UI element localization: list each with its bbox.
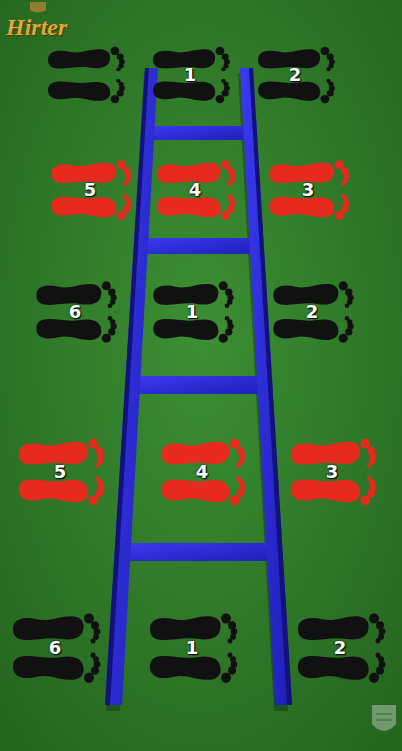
step-number: 4 [154,462,250,482]
step-number: 1 [142,638,242,658]
footprint: 1 [146,275,238,349]
step-number: 2 [266,302,358,322]
step-number: 1 [146,302,238,322]
footprint: 5 [44,154,136,226]
footprint: 3 [262,154,354,226]
footprint: 2 [290,606,390,690]
footprint: 1 [146,41,234,109]
step-number: 3 [283,462,381,482]
step-number: 1 [146,65,234,85]
step-number: 5 [11,462,109,482]
step-number: 4 [150,180,240,200]
footprint: 3 [283,432,381,512]
footprint: 6 [5,606,105,690]
footprint: 5 [11,432,109,512]
footprint: 2 [251,41,339,109]
footprint: 6 [29,275,121,349]
step-number: 2 [290,638,390,658]
step-number: 5 [44,180,136,200]
step-number: 3 [262,180,354,200]
step-number: 6 [29,302,121,322]
footprint: 1 [142,606,242,690]
step-number: 2 [251,65,339,85]
footprint: 2 [266,275,358,349]
step-number: 6 [5,638,105,658]
footprint: 4 [150,154,240,226]
brand-logo: Hirter [6,14,67,40]
footprint: 4 [154,432,250,512]
